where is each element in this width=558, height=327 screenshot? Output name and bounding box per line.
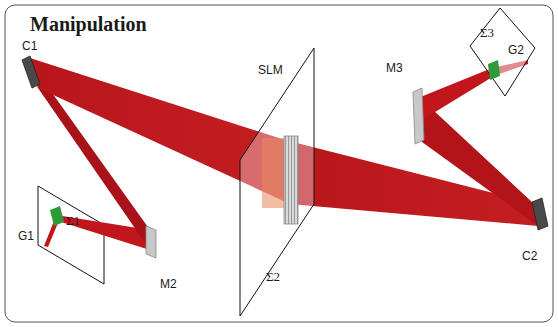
plane-outline — [38, 186, 104, 284]
mirror — [413, 88, 424, 144]
plane-outline — [470, 8, 535, 96]
part-label: C1 — [22, 40, 37, 52]
plane-outline — [240, 48, 314, 316]
part-label: Σ1 — [66, 214, 80, 227]
grating — [50, 206, 64, 226]
part-label: M3 — [386, 62, 403, 74]
grating — [488, 60, 500, 80]
part-label: SLM — [258, 64, 283, 76]
curved-mirror — [22, 56, 40, 88]
panel-frame — [5, 5, 553, 322]
part-label: G2 — [508, 44, 524, 56]
mirror — [146, 226, 156, 258]
curved-mirror — [532, 198, 548, 230]
part-label: Σ3 — [480, 26, 494, 39]
part-label: M2 — [160, 278, 177, 290]
beam — [418, 96, 538, 226]
panel-title: Manipulation — [30, 14, 147, 34]
part-label: C2 — [522, 250, 537, 262]
beam — [418, 68, 494, 120]
part-label: Σ2 — [266, 270, 280, 283]
slm-device — [284, 136, 298, 224]
part-label: G1 — [18, 230, 34, 242]
slm-highlight — [262, 138, 286, 208]
